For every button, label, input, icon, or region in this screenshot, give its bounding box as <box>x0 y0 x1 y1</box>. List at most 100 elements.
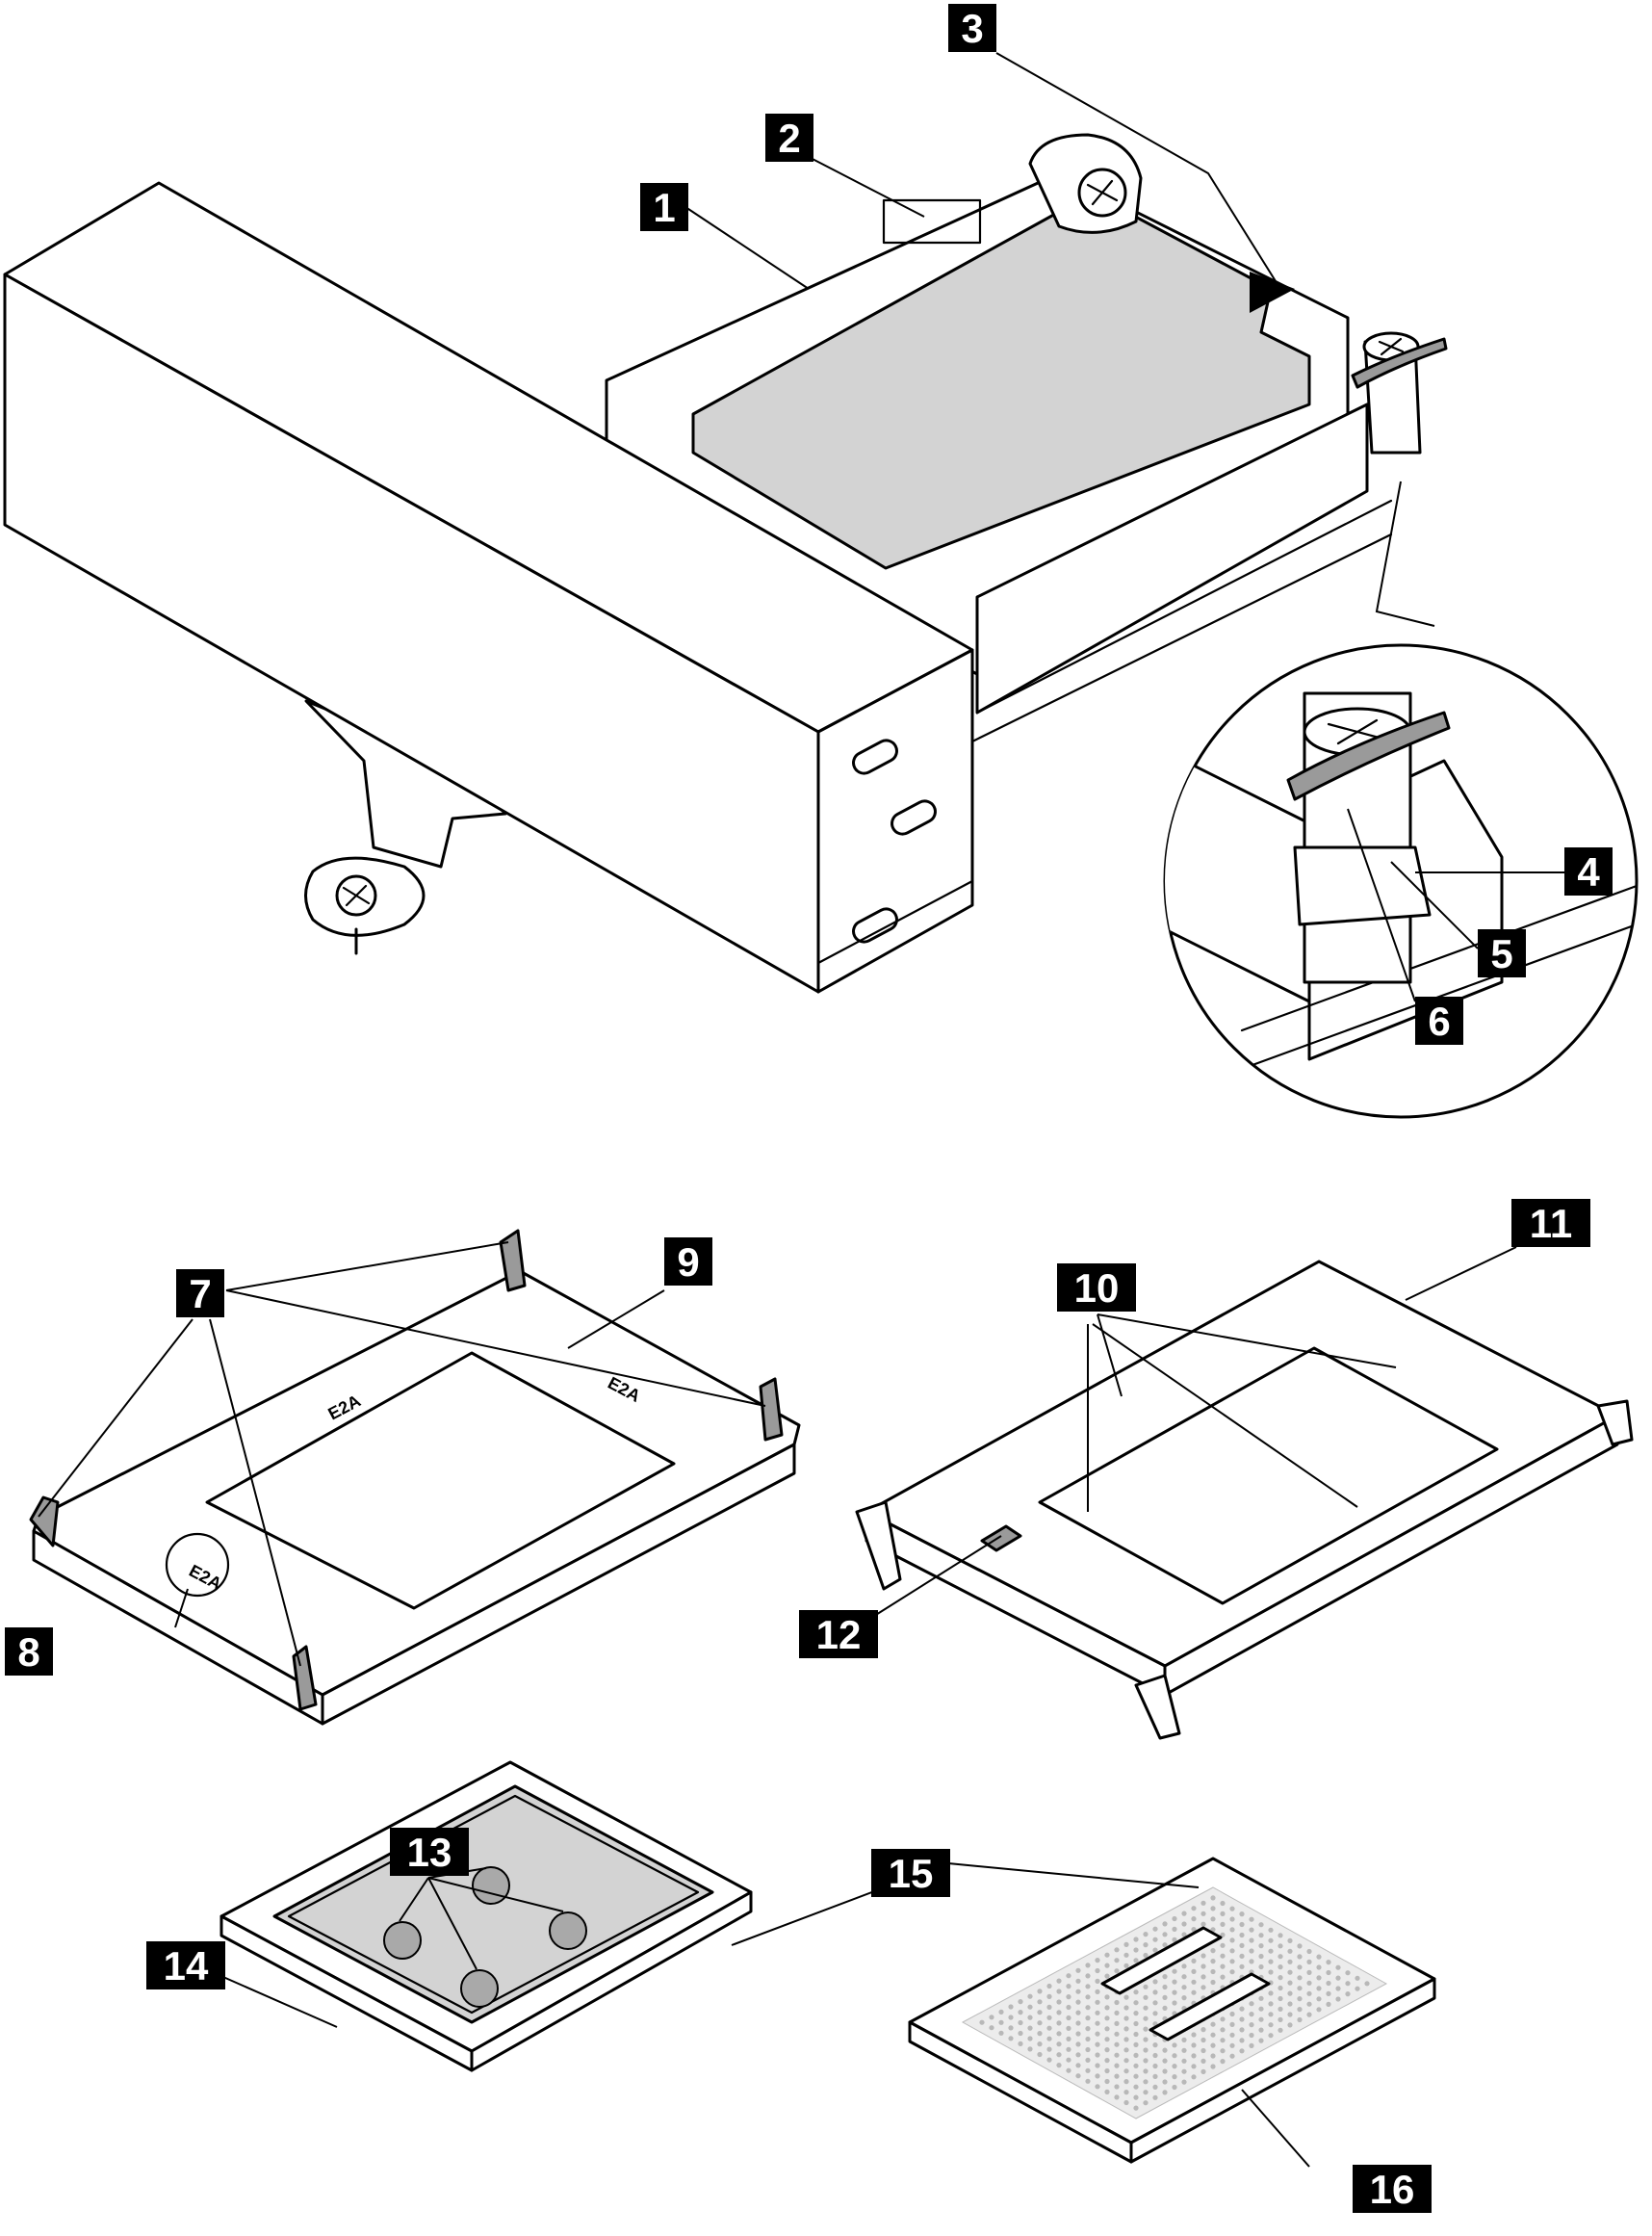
land-pad <box>1278 1933 1283 1938</box>
land-pad <box>1066 1973 1071 1979</box>
land-pad <box>1316 1954 1322 1960</box>
thermal-paste-dot-c <box>549 1911 587 1950</box>
svg-text:14: 14 <box>164 1943 209 1989</box>
land-pad <box>1085 1994 1091 2000</box>
land-pad <box>1210 1906 1216 1911</box>
land-pad <box>1200 1974 1206 1980</box>
land-pad <box>1210 2053 1216 2059</box>
land-pad <box>1037 2020 1043 2026</box>
land-pad <box>1046 2046 1052 2052</box>
land-pad <box>1104 1952 1110 1958</box>
land-pad <box>1172 2053 1177 2059</box>
land-pad <box>1066 2057 1071 2063</box>
land-pad <box>1229 1969 1235 1975</box>
land-pad <box>1152 2011 1158 2016</box>
land-pad <box>1133 2073 1139 2079</box>
land-pad <box>1066 1984 1071 1989</box>
land-pad <box>1152 1937 1158 1942</box>
land-pad <box>1095 1967 1100 1974</box>
right-carrier-left-latch <box>855 1500 902 1591</box>
thermal-paste-dot-b <box>472 1866 510 1905</box>
land-pad <box>1191 1906 1197 1911</box>
heat-sink-label <box>882 198 982 245</box>
land-pad <box>1104 2026 1110 2032</box>
land-pad <box>1326 1969 1331 1976</box>
land-pad <box>1258 2006 1264 2012</box>
land-pad <box>1181 2047 1187 2053</box>
land-pad <box>1210 1979 1216 1986</box>
land-pad <box>1229 2021 1235 2027</box>
land-pad <box>1095 1999 1100 2005</box>
land-pad <box>1306 1990 1312 1996</box>
land-pad <box>1162 1994 1168 2000</box>
land-pad <box>1027 2004 1033 2010</box>
land-pad <box>1037 2031 1043 2037</box>
land-pad <box>1220 2016 1226 2022</box>
land-pad <box>1152 1926 1158 1932</box>
land-pad <box>1095 2052 1100 2058</box>
land-pad <box>1229 2042 1235 2048</box>
land-pad <box>1114 1999 1120 2006</box>
land-pad <box>1239 2048 1245 2054</box>
land-pad <box>1114 1968 1120 1974</box>
land-pad <box>1200 2058 1206 2064</box>
land-pad <box>1152 1989 1158 1995</box>
land-pad <box>1306 1959 1312 1964</box>
land-pad <box>1133 1947 1139 1953</box>
land-pad <box>1114 1958 1120 1963</box>
land-pad <box>1056 2031 1062 2037</box>
land-pad <box>1075 2020 1081 2026</box>
land-pad <box>1306 1980 1312 1986</box>
land-pad <box>1249 1916 1254 1922</box>
land-pad <box>1066 2067 1071 2073</box>
land-pad <box>1258 1953 1264 1960</box>
land-pad <box>1143 2079 1149 2085</box>
land-pad <box>1278 1964 1283 1970</box>
svg-text:8: 8 <box>17 1629 39 1675</box>
land-pad <box>1287 1990 1293 1996</box>
land-pad <box>1181 1974 1187 1980</box>
land-pad <box>1104 2067 1110 2074</box>
land-pad <box>1287 2012 1293 2017</box>
land-pad <box>1095 2020 1100 2026</box>
land-pad <box>1104 2089 1110 2094</box>
land-pad <box>1210 1948 1216 1954</box>
land-pad <box>1143 2037 1149 2042</box>
land-pad <box>1095 1978 1100 1984</box>
land-pad <box>1191 1968 1197 1974</box>
land-pad <box>1249 2042 1254 2048</box>
land-pad <box>1172 1926 1177 1932</box>
land-pad <box>1229 2053 1235 2059</box>
land-pad <box>1114 1947 1120 1953</box>
land-pad <box>1220 1911 1226 1916</box>
land-pad <box>1123 1952 1129 1958</box>
land-pad <box>1278 1975 1283 1981</box>
svg-text:3: 3 <box>961 6 983 51</box>
left-carrier-tab-c <box>759 1377 784 1442</box>
carrier-marking-circle <box>165 1532 230 1598</box>
land-pad <box>1181 2037 1187 2042</box>
land-pad <box>1335 1964 1341 1970</box>
land-pad <box>1075 2073 1081 2079</box>
land-pad <box>1114 2063 1120 2068</box>
land-pad <box>1162 2068 1168 2074</box>
land-pad <box>1268 1969 1274 1975</box>
land-pad <box>1152 2052 1158 2059</box>
land-pad <box>1143 2068 1149 2074</box>
land-pad <box>1306 2001 1312 2007</box>
land-pad <box>1220 1900 1226 1907</box>
land-pad <box>1114 2010 1120 2015</box>
left-carrier-tab-a <box>29 1495 60 1547</box>
land-pad <box>1191 2053 1197 2059</box>
land-pad <box>1200 1963 1206 1969</box>
land-pad <box>1191 1958 1197 1963</box>
land-pad <box>1297 2016 1303 2023</box>
land-pad <box>1056 2041 1062 2047</box>
land-pad <box>1095 2031 1100 2037</box>
land-pad <box>1123 2037 1129 2042</box>
land-pad <box>1258 1943 1264 1949</box>
land-pad <box>1027 2025 1033 2031</box>
land-pad <box>1027 2015 1033 2020</box>
land-pad <box>1162 2047 1168 2053</box>
land-pad <box>1181 2058 1187 2064</box>
